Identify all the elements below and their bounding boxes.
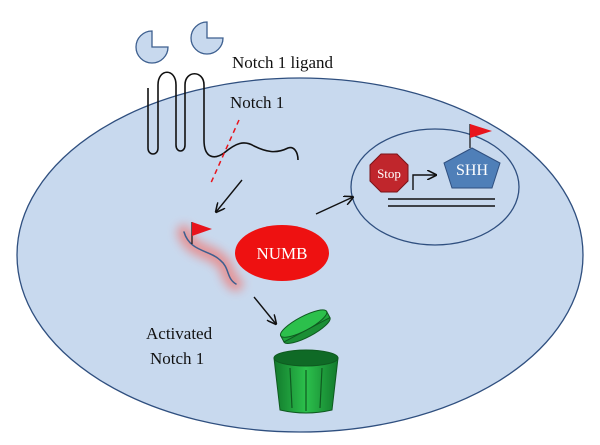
transcription-arrow	[412, 175, 436, 190]
numb-label: NUMB	[256, 244, 307, 263]
numb-protein	[235, 225, 329, 281]
activated-label-line2: Notch 1	[150, 349, 204, 368]
activated-label-line1: Activated	[146, 324, 213, 343]
arrow-icd-to-bin	[253, 296, 276, 324]
ligand-label: Notch 1 ligand	[232, 53, 334, 72]
trash-bin-icon	[273, 309, 339, 414]
stop-sign-icon: Stop	[369, 153, 409, 193]
activated-notch-icd	[177, 225, 243, 291]
shh-label: SHH	[456, 162, 488, 179]
ligand-pacman-icon	[190, 21, 224, 55]
notch1-label: Notch 1	[230, 93, 284, 112]
arrow-receptor-to-icd	[216, 179, 243, 212]
red-flag-icon	[469, 124, 492, 148]
ligand-pacman-icon	[135, 30, 169, 64]
arrow-numb-to-nucleus	[315, 197, 353, 215]
notch1-receptor	[147, 71, 299, 161]
red-flag-icon	[191, 222, 212, 244]
shh-pentagon-icon: SHH	[443, 147, 501, 189]
cleavage-line	[209, 119, 240, 186]
stop-label: Stop	[377, 166, 401, 181]
